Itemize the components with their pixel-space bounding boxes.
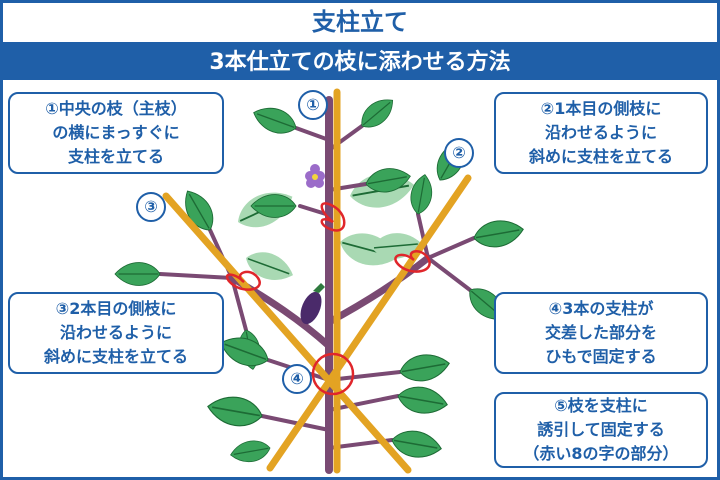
note-center-pole: ①中央の枝（主枝） の横にまっすぐに 支柱を立てる bbox=[8, 92, 224, 174]
note-line: 誘引して固定する bbox=[537, 420, 665, 439]
marker-3: ③ bbox=[136, 192, 166, 222]
note-second-side-branch: ③2本目の側枝に 沿わせるように 斜めに支柱を立てる bbox=[8, 292, 224, 374]
marker-1: ① bbox=[298, 90, 328, 120]
note-line: 支柱を立てる bbox=[67, 147, 164, 166]
page-title: 支柱立て bbox=[312, 8, 408, 36]
note-line: 沿わせるように bbox=[544, 123, 657, 142]
flower-icon bbox=[305, 164, 325, 188]
note-line: ひもで固定する bbox=[545, 347, 657, 366]
note-line: ①中央の枝（主枝） bbox=[45, 99, 187, 118]
eggplant-icon bbox=[300, 283, 325, 325]
note-line: 斜めに支柱を立てる bbox=[43, 347, 188, 366]
note-line: 交差した部分を bbox=[544, 323, 657, 342]
note-line: ②1本目の側枝に bbox=[540, 99, 662, 118]
note-first-side-branch: ②1本目の側枝に 沿わせるように 斜めに支柱を立てる bbox=[494, 92, 708, 174]
note-line: ③2本目の側枝に bbox=[55, 299, 177, 318]
note-line: 斜めに支柱を立てる bbox=[528, 147, 673, 166]
marker-2: ② bbox=[444, 138, 474, 168]
note-line: ④3本の支柱が bbox=[548, 299, 654, 318]
crossing-point-highlight bbox=[311, 352, 355, 396]
page-subtitle: 3本仕立ての枝に添わせる方法 bbox=[0, 45, 720, 80]
note-line: 沿わせるように bbox=[59, 323, 172, 342]
right-diagonal-pole bbox=[266, 174, 472, 472]
note-line: （赤い8の字の部分） bbox=[523, 444, 679, 463]
note-tie-crossing: ④3本の支柱が 交差した部分を ひもで固定する bbox=[494, 292, 708, 374]
note-line: ⑤枝を支柱に bbox=[554, 396, 648, 415]
support-poles bbox=[162, 88, 472, 474]
marker-4: ④ bbox=[282, 364, 312, 394]
note-line: の横にまっすぐに bbox=[52, 123, 180, 142]
note-tie-branches: ⑤枝を支柱に 誘引して固定する （赤い8の字の部分） bbox=[494, 392, 708, 468]
title-divider bbox=[0, 42, 720, 45]
figure-eight-tie-icon bbox=[225, 202, 431, 291]
left-diagonal-pole bbox=[162, 192, 412, 474]
